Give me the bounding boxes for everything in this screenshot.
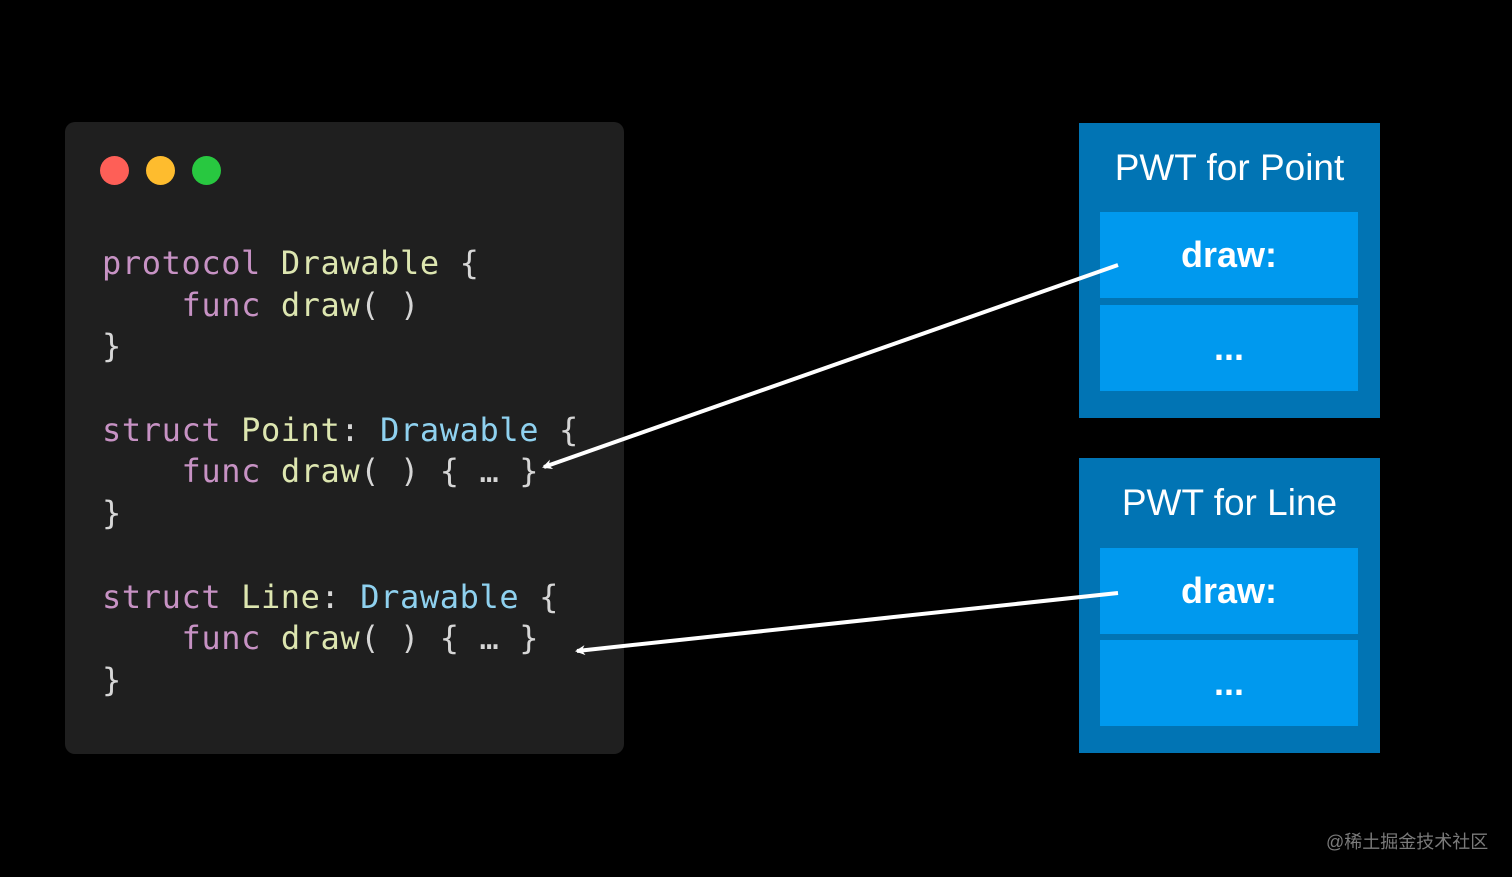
code-token: struct [102,410,222,449]
code-token: Point [241,410,341,449]
pwt-slot-more: ... [1100,640,1358,726]
code-token: draw [280,619,361,658]
code-token: ( ) { … } [360,452,540,491]
code-token: } [102,660,122,699]
maximize-dot-icon [192,156,221,185]
code-token: func [181,285,261,324]
code-token: } [102,494,122,533]
code-token: Drawable [380,410,540,449]
code-token: func [181,452,261,491]
code-token: { [539,410,579,449]
arrow-line-draw [575,591,1119,656]
code-token: ( ) [360,285,420,324]
code-line: func draw( ) { … } [102,451,579,493]
arrow-point-draw [542,263,1119,470]
code-token: ( ) { … } [360,619,540,658]
code-token: { [519,577,559,616]
code-line: struct Line: Drawable { [102,577,579,619]
pwt-slot-draw: draw: [1100,212,1358,298]
code-token: protocol [102,244,261,282]
code-block: protocol Drawable { func draw( )} struct… [102,243,579,702]
code-line: } [102,326,579,368]
pwt-line: PWT for Line draw: ... [1079,458,1380,753]
code-token: draw [280,285,361,324]
code-line: func draw( ) [102,285,579,327]
code-line: } [102,493,579,535]
code-token: Drawable [360,577,520,616]
code-token: func [181,619,261,658]
code-token: Line [241,577,321,616]
pwt-title: PWT for Point [1114,147,1345,188]
code-window [65,122,624,754]
pwt-slot-more: ... [1100,305,1358,391]
pwt-slot-draw: draw: [1100,548,1358,634]
watermark: @稀土掘金技术社区 [1326,832,1489,852]
pwt-point: PWT for Point draw: ... [1079,123,1380,418]
code-line: func draw( ) { … } [102,618,579,660]
pwt-title: PWT for Line [1121,482,1338,523]
code-line: struct Point: Drawable { [102,410,579,452]
code-token: struct [102,577,222,616]
code-token: Drawable [280,244,440,282]
code-line: protocol Drawable { [102,243,579,285]
code-token: : [320,577,361,616]
minimize-dot-icon [146,156,175,185]
code-token: : [340,410,381,449]
code-line: } [102,660,579,702]
code-token: { [439,244,480,282]
code-token: draw [280,452,361,491]
close-dot-icon [100,156,129,185]
code-token: } [102,327,122,366]
